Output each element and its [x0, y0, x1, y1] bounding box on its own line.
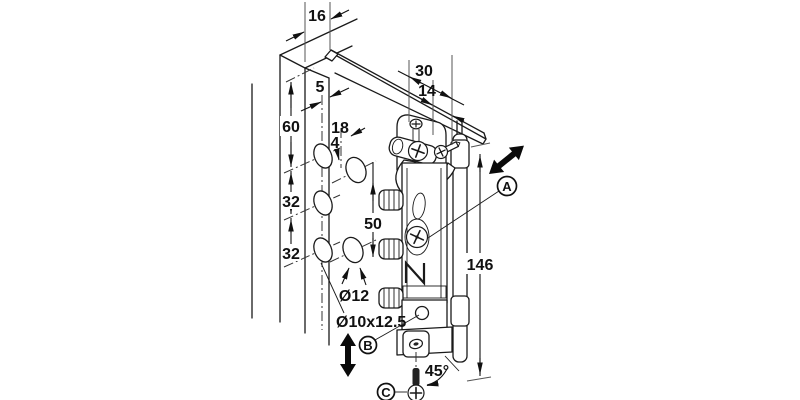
dim-dia12-label: Ø12 — [339, 288, 369, 305]
dim-screw-angle: 45° — [425, 355, 460, 387]
dim-16-label: 16 — [308, 8, 326, 25]
dim-edge-to-axis: 5 — [300, 79, 350, 112]
callout-a: A — [427, 175, 518, 239]
cabinet-side-panel — [251, 18, 377, 346]
rail-screw — [433, 140, 461, 160]
dim-face-hole-spacing: 50 — [361, 162, 385, 257]
suspension-fitting — [378, 114, 461, 400]
callout-c: C — [376, 382, 407, 400]
edge-drill-holes — [313, 143, 333, 263]
dim-4-label: 4 — [331, 135, 340, 152]
callout-c-label: C — [381, 385, 391, 400]
depth-adjust-hole-b — [414, 305, 430, 321]
dim-146-label: 146 — [467, 257, 494, 274]
dim-dia10-label: Ø10x12.5 — [336, 314, 406, 331]
callout-a-label: A — [502, 179, 512, 194]
dim-panel-thickness: 16 — [285, 2, 350, 62]
adjustment-screw-a — [405, 225, 429, 249]
dim-32-label-2: 32 — [282, 246, 300, 263]
dowel-bosses — [378, 189, 404, 309]
dim-60-label: 60 — [282, 119, 300, 136]
callout-b-label: B — [363, 338, 372, 353]
dim-5-label: 5 — [316, 79, 325, 96]
dim-rail-offsets: 30 14 — [397, 55, 465, 145]
callout-b: B — [358, 314, 420, 355]
foot-bracket — [396, 299, 453, 358]
top-screw — [409, 118, 423, 154]
dim-edge-hole-spec: Ø10x12.5 — [320, 262, 406, 331]
clamp-screw — [407, 140, 429, 162]
dim-18-label: 18 — [331, 120, 349, 137]
dim-hole-row-chain: 60 32 32 — [280, 82, 302, 263]
vertical-adjust-arrow-icon — [340, 333, 356, 377]
face-drill-holes — [342, 156, 367, 264]
fixing-screw-c — [407, 352, 425, 400]
dim-14-label: 14 — [418, 83, 436, 100]
dim-face-hole-dia: Ø12 — [339, 267, 369, 305]
dim-50-label: 50 — [364, 216, 382, 233]
dim-32-label-1: 32 — [282, 194, 300, 211]
dim-30-label: 30 — [415, 63, 433, 80]
dim-fitting-length: 146 — [464, 142, 496, 382]
dim-45deg-label: 45° — [425, 363, 449, 380]
diagonal-adjust-arrow-icon — [489, 145, 524, 174]
dim-hole-offsets: 18 4 — [331, 120, 366, 161]
hanger-bar — [450, 120, 470, 363]
